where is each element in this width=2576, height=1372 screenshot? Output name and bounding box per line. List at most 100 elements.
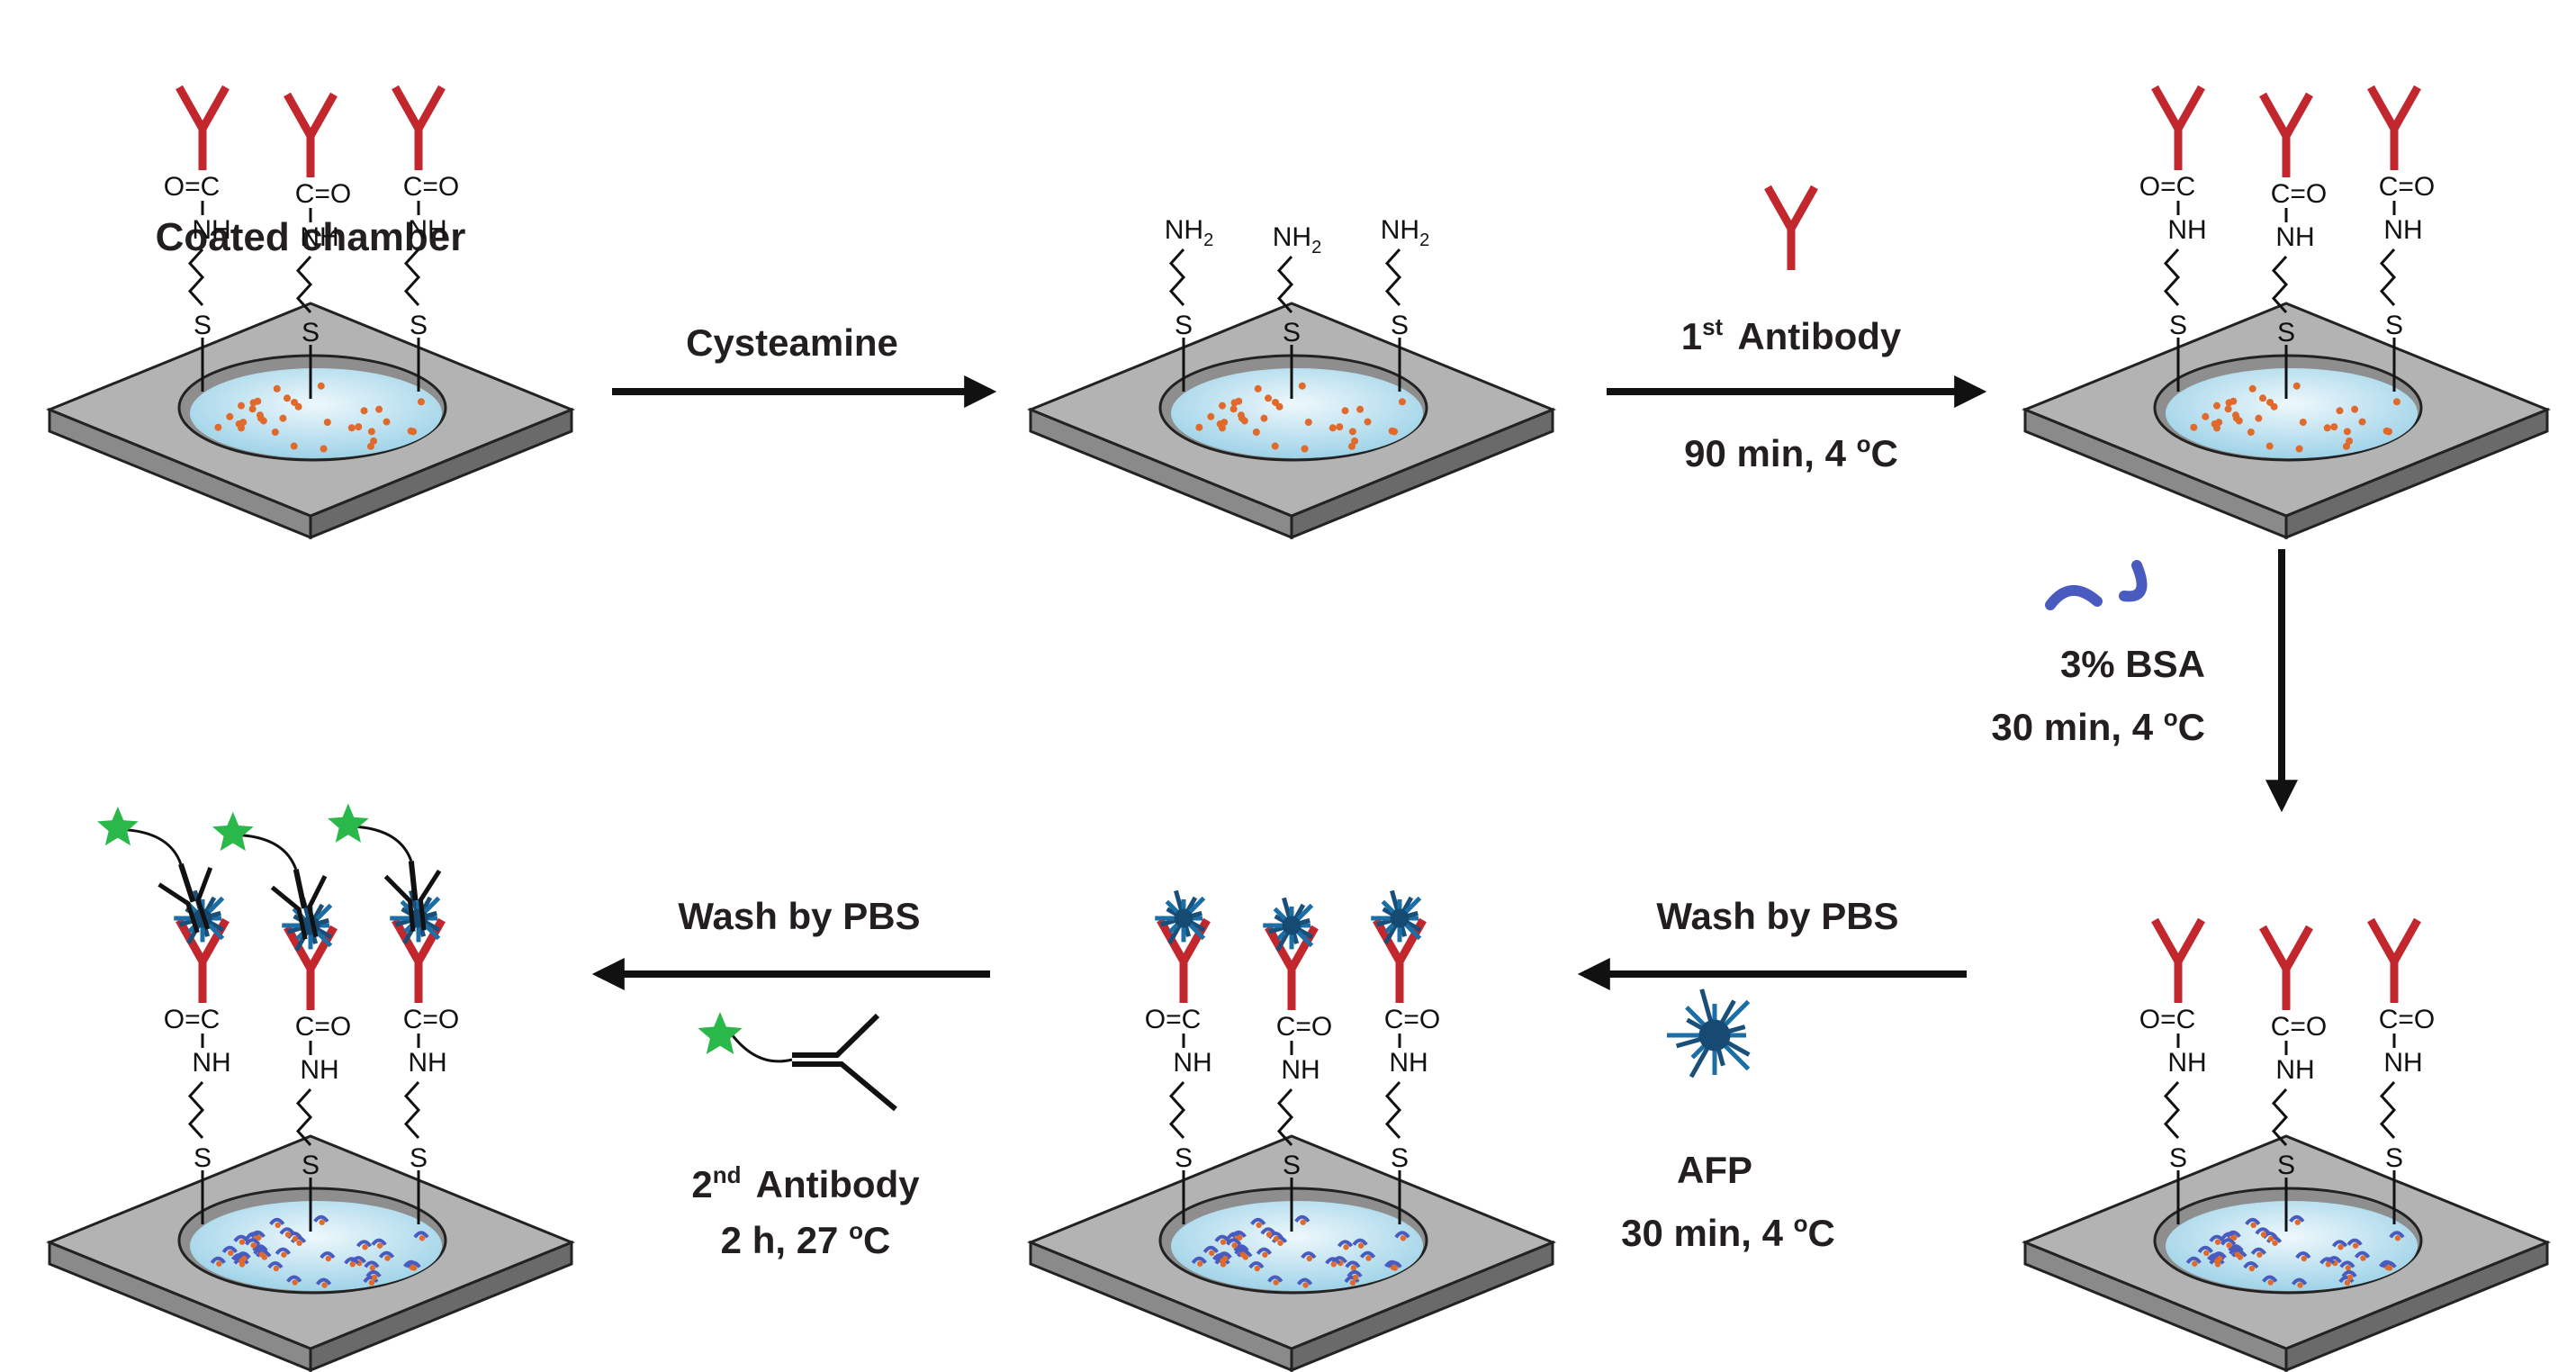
gold-nanoparticle — [410, 1265, 418, 1271]
gold-nanoparticle — [1237, 1234, 1243, 1241]
gold-nanoparticle — [296, 1240, 302, 1246]
gold-nanoparticle — [370, 437, 378, 445]
bsa-molecule — [1214, 1234, 1230, 1242]
alkyl-chain — [2163, 248, 2181, 307]
bsa-molecule — [320, 1251, 336, 1259]
gold-nanoparticle — [362, 1244, 368, 1250]
gold-nanoparticle — [1220, 1239, 1227, 1245]
gold-nanoparticle — [273, 1265, 280, 1272]
gold-nanoparticle — [1398, 398, 1406, 406]
gold-nanoparticle — [366, 442, 374, 450]
bsa-molecule — [363, 1275, 379, 1284]
alkyl-chain — [1168, 248, 1186, 307]
label-second-antibody: 2nd Antibody — [691, 1161, 920, 1205]
well-solution — [190, 1201, 442, 1291]
bsa-molecule — [378, 1250, 395, 1259]
carbonyl-label: C=O — [2379, 172, 2436, 202]
sulfur-label: S — [194, 1143, 212, 1173]
gold-nanoparticle — [360, 407, 368, 415]
afp-core — [1390, 908, 1410, 928]
bsa-molecule — [2220, 1238, 2237, 1246]
imine-label: NH — [2383, 215, 2422, 245]
imine-label: NH — [2275, 222, 2314, 252]
bsa-molecule — [2346, 1238, 2363, 1246]
gold-nanoparticle — [1348, 428, 1356, 436]
carbonyl-label: C=O — [2379, 1005, 2436, 1034]
bsa-molecule — [2338, 1275, 2355, 1284]
sulfur-label: S — [2385, 1143, 2403, 1173]
gold-nanoparticle — [367, 428, 375, 436]
gold-nanoparticle — [1254, 1265, 1261, 1272]
imine-label: NH — [300, 1055, 338, 1085]
bsa-molecule — [1347, 1269, 1363, 1278]
bsa-molecule — [2209, 1234, 2225, 1242]
sulfur-label: S — [194, 311, 212, 340]
gold-nanoparticle — [2214, 1239, 2221, 1245]
bsa-molecule — [2211, 1251, 2227, 1259]
bsa-molecule — [356, 1240, 373, 1248]
bsa-molecule — [2245, 1217, 2261, 1226]
gold-nanoparticle — [256, 1234, 262, 1241]
gold-nanoparticle — [1235, 397, 1243, 405]
gold-nanoparticle — [1207, 412, 1215, 420]
primary-antibody-icon — [1764, 185, 1818, 270]
gold-nanoparticle — [1357, 1242, 1365, 1249]
fluorophore-linker — [126, 828, 183, 865]
gold-nanoparticle — [2337, 1244, 2344, 1250]
gold-nanoparticle — [2248, 384, 2256, 393]
gold-nanoparticle — [2295, 445, 2303, 453]
gold-nanoparticle — [2232, 414, 2240, 422]
gold-nanoparticle — [1391, 428, 1399, 436]
gold-nanoparticle — [325, 1255, 332, 1262]
gold-nanoparticle — [1229, 405, 1238, 413]
bsa-molecule — [313, 1214, 329, 1223]
gold-nanoparticle — [2325, 1261, 2331, 1268]
gold-nanoparticle — [1256, 1222, 1262, 1229]
antibody-arm-left — [2259, 925, 2290, 971]
gold-nanoparticle — [2394, 1235, 2401, 1241]
label-first-antibody-conditions: 90 min, 4 oC — [1684, 430, 1898, 474]
bsa-molecule — [253, 1247, 269, 1255]
sulfur-label: S — [1391, 1143, 1409, 1173]
gold-nanoparticle — [2216, 1255, 2223, 1262]
bsa-molecule — [1344, 1275, 1360, 1284]
gold-nanoparticle — [2351, 405, 2359, 413]
sulfur-label: S — [1175, 1143, 1193, 1173]
bsa-molecule — [1267, 1275, 1283, 1283]
carbonyl-label: C=O — [1276, 1012, 1333, 1042]
bsa-molecule — [344, 1257, 360, 1265]
bsa-molecule — [1256, 1247, 1273, 1255]
bsa-molecule — [365, 1269, 382, 1278]
gold-nanoparticle — [2386, 1265, 2393, 1271]
imine-label: NH — [2167, 1048, 2206, 1078]
bsa-molecule — [1296, 1277, 1313, 1286]
bsa-molecule — [235, 1251, 251, 1259]
bsa-molecule — [2229, 1247, 2245, 1255]
sulfur-label: S — [1391, 311, 1409, 340]
bsa-molecule — [210, 1256, 226, 1264]
bsa-molecule — [2243, 1261, 2259, 1269]
bsa-molecule — [2354, 1250, 2371, 1259]
carbonyl-label: O=C — [164, 172, 221, 202]
bsa-molecule — [1248, 1261, 1265, 1269]
gold-nanoparticle — [239, 1239, 246, 1245]
gold-nanoparticle — [1365, 1255, 1372, 1261]
bsa-molecule — [1225, 1238, 1242, 1246]
alkyl-chain — [1384, 248, 1402, 307]
bsa-molecule — [1230, 1230, 1247, 1238]
sulfur-label: S — [410, 311, 428, 340]
label-first-antibody: 1st Antibody — [1681, 313, 1902, 357]
bsa-molecule — [371, 1238, 387, 1246]
gold-nanoparticle — [2265, 442, 2274, 450]
gold-nanoparticle — [1347, 442, 1356, 450]
label-bsa-conditions: 30 min, 4 oC — [1991, 704, 2205, 748]
well-solution — [1171, 1201, 1423, 1291]
bsa-molecule — [249, 1230, 266, 1238]
secondary-antibody-chain — [792, 1013, 880, 1058]
bsa-molecule — [1386, 1260, 1402, 1268]
alkyl-chain — [2271, 255, 2289, 314]
gold-nanoparticle — [2247, 428, 2255, 436]
title-coated-chamber: Coated chamber — [156, 215, 466, 259]
